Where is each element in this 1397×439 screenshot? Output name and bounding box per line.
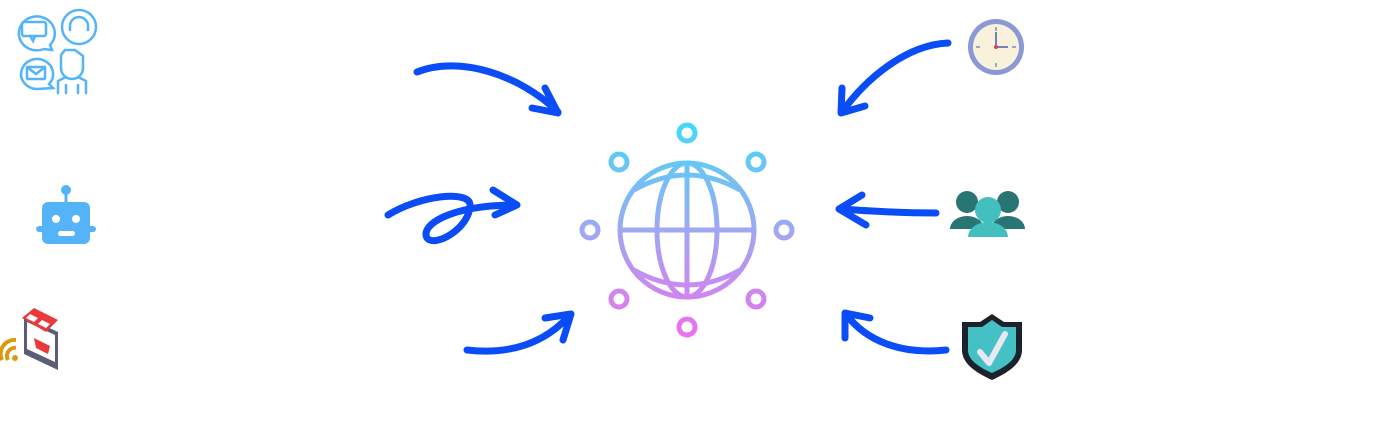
clock-icon (968, 19, 1024, 75)
arrow-robot-to-globe (384, 186, 521, 245)
arrow-support-to-globe (413, 62, 562, 117)
online-store-icon (0, 308, 58, 370)
arrow-shield-to-globe (841, 309, 950, 355)
arrow-store-to-globe (463, 310, 575, 355)
shield-check-icon (962, 314, 1022, 380)
customer-support-icon (17, 8, 98, 95)
team-icon (950, 191, 1025, 237)
arrow-team-to-globe (835, 191, 940, 229)
globe-network-icon (579, 122, 795, 338)
robot-icon (36, 185, 96, 244)
arrow-clock-to-globe (837, 39, 952, 117)
